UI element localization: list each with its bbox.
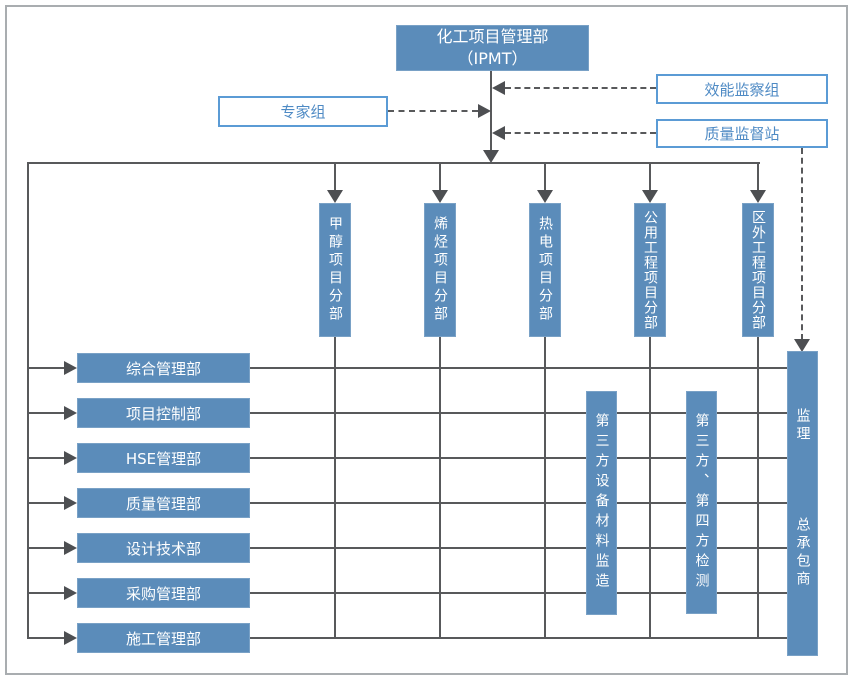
division-drop-arrow-icon: [432, 190, 448, 203]
division-drop-arrow-icon: [642, 190, 658, 203]
division-drop-line: [649, 162, 651, 192]
ipmt-box: 化工项目管理部 （IPMT）: [396, 25, 589, 71]
division-drop-arrow-icon: [750, 190, 766, 203]
division-column-line: [757, 337, 759, 639]
dept-feed-arrow-icon: [64, 406, 77, 420]
dept-label: 综合管理部: [125, 359, 201, 378]
division-drop-line: [544, 162, 546, 192]
dept-row-line: [250, 367, 787, 369]
outer-frame: [5, 5, 848, 675]
dept-label: 项目控制部: [125, 404, 201, 423]
distribution-line: [27, 162, 760, 164]
dept-label: 采购管理部: [125, 584, 201, 603]
efficiency-arrow-left-icon: [492, 81, 505, 95]
dept-feed-arrow-icon: [64, 451, 77, 465]
dept-label: 质量管理部: [125, 494, 201, 513]
expert-group-box: 专家组: [218, 96, 388, 127]
dept-feed-arrow-icon: [64, 586, 77, 600]
division-box-methanol: 甲醇项目分部: [319, 203, 351, 337]
dept-feed-line: [28, 547, 64, 549]
division-drop-line: [757, 162, 759, 192]
quality-station-box: 质量监督站: [656, 119, 828, 148]
division-column-line: [439, 337, 441, 639]
division-column-line: [334, 337, 336, 639]
quality-to-contractor-arrow-icon: [794, 339, 810, 352]
dept-feed-arrow-icon: [64, 496, 77, 510]
dept-label: 设计技术部: [125, 539, 201, 558]
division-box-olefin: 烯烃项目分部: [424, 203, 456, 337]
contractor-top-label: 监理: [794, 408, 811, 444]
expert-group-label: 专家组: [280, 103, 326, 121]
dept-box-quality: 质量管理部: [77, 488, 250, 518]
efficiency-dashed-line: [505, 87, 656, 89]
quality-station-label: 质量监督站: [704, 125, 780, 143]
expert-dashed-line: [388, 110, 478, 112]
dept-box-hse: HSE管理部: [77, 443, 250, 473]
dept-row-line: [250, 637, 787, 639]
third-party-supervision-box: 第三方设备材料监造: [586, 391, 617, 615]
expert-arrow-right-icon: [478, 104, 491, 118]
dept-label: 施工管理部: [125, 629, 201, 648]
dept-row-line: [250, 547, 787, 549]
left-spine-line: [27, 162, 29, 639]
quality-arrow-left-icon: [492, 126, 505, 140]
division-box-thermal: 热电项目分部: [529, 203, 561, 337]
efficiency-group-label: 效能监察组: [704, 80, 780, 99]
division-drop-arrow-icon: [327, 190, 343, 203]
division-label: 热电项目分部: [537, 216, 553, 324]
third-fourth-party-inspection-box: 第三方、第四方检测: [686, 391, 717, 614]
ipmt-title-line2: （IPMT）: [457, 49, 528, 68]
division-column-line: [544, 337, 546, 639]
dept-feed-arrow-icon: [64, 361, 77, 375]
efficiency-group-box: 效能监察组: [656, 74, 828, 104]
third-party-label: 第三方设备材料监造: [593, 413, 610, 593]
division-drop-arrow-icon: [537, 190, 553, 203]
dept-row-line: [250, 457, 787, 459]
dept-box-general-management: 综合管理部: [77, 353, 250, 383]
dept-feed-arrow-icon: [64, 541, 77, 555]
dept-row-line: [250, 502, 787, 504]
dept-feed-line: [28, 457, 64, 459]
division-drop-line: [334, 162, 336, 192]
quality-dashed-line: [505, 132, 656, 134]
dept-feed-line: [28, 637, 64, 639]
division-drop-line: [439, 162, 441, 192]
dept-box-project-control: 项目控制部: [77, 398, 250, 428]
trunk-arrow-down-icon: [483, 150, 499, 163]
trunk-line: [490, 69, 492, 152]
dept-box-design-tech: 设计技术部: [77, 533, 250, 563]
dept-feed-line: [28, 412, 64, 414]
division-box-utility: 公用工程项目分部: [634, 203, 666, 337]
dept-box-construction: 施工管理部: [77, 623, 250, 653]
division-label: 甲醇项目分部: [327, 216, 343, 324]
division-label: 区外工程项目分部: [750, 210, 766, 330]
dept-feed-arrow-icon: [64, 631, 77, 645]
dept-feed-line: [28, 367, 64, 369]
contractor-bottom-label: 总承包商: [794, 517, 811, 589]
division-label: 公用工程项目分部: [642, 210, 658, 330]
dept-box-procurement: 采购管理部: [77, 578, 250, 608]
dept-label: HSE管理部: [125, 449, 202, 468]
third-party-label: 第三方、第四方检测: [693, 412, 710, 593]
ipmt-title-line1: 化工项目管理部: [436, 27, 549, 46]
dept-row-line: [250, 592, 787, 594]
division-label: 烯烃项目分部: [432, 216, 448, 324]
dept-feed-line: [28, 592, 64, 594]
dept-feed-line: [28, 502, 64, 504]
division-column-line: [649, 337, 651, 639]
dept-row-line: [250, 412, 787, 414]
contractor-box: 监理 总承包商: [787, 351, 818, 656]
quality-to-contractor-dashed-line: [801, 148, 803, 340]
division-box-outside-area: 区外工程项目分部: [742, 203, 774, 337]
